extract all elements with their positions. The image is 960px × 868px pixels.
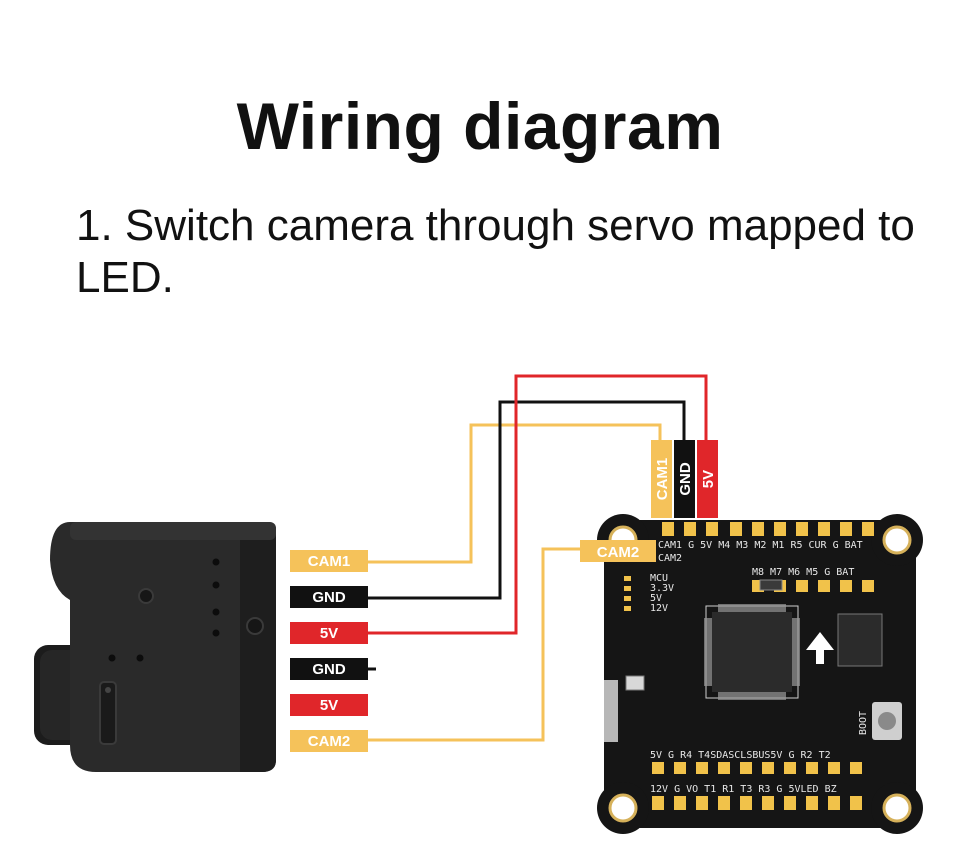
camera-hole [212,581,220,589]
pcb-top-row3-text: M8 M7 M6 M5 G BAT [752,567,854,578]
page-title: Wiring diagram [236,89,724,163]
pcb-boot-label: BOOT [858,711,869,735]
board-connector-labels: CAM1 GND 5V [651,440,718,518]
top-pads [662,522,874,592]
label-5v2: 5V [320,697,338,714]
pcb-top-row2-text: CAM2 [658,553,682,564]
camera-pin-labels: CAM1 GND 5V GND 5V CAM2 [290,550,368,752]
pcb-bottom-row1-text: 5V G R4 T4SDASCLSBUS5V G R2 T2 [650,750,831,761]
pcb-top-row1-text: CAM1 G 5V M4 M3 M2 M1 R5 CUR G BAT [658,540,863,551]
connector-cam1-bg [651,440,672,518]
usb-connector [604,680,618,742]
flight-controller-board: CAM1 G 5V M4 M3 M2 M1 R5 CUR G BAT CAM2 … [597,514,923,834]
board-cam2-bg [580,540,656,562]
pcb-3v3-label: 3.3V [650,583,674,594]
label-gnd-bg [290,586,368,608]
boot-button-cap [878,712,896,730]
label-cam2: CAM2 [308,733,351,750]
label-gnd: GND [312,589,346,606]
wire-cam2-yellow [368,547,582,742]
connector-5v-bg [697,440,718,518]
mount-hole-icon [608,793,638,823]
camera-hole [108,654,116,662]
mcu-pins-bottom [718,692,786,700]
mount-hole-icon [882,793,912,823]
gyro-chip [837,613,883,667]
arrow-up-icon [806,632,834,664]
wire-5v-red [368,374,708,635]
camera-hole [212,629,220,637]
instruction-text: 1. Switch camera through servo mapped to… [76,201,915,302]
camera-side-panel [240,534,276,772]
connector-gnd-bg [674,440,695,518]
bottom-pads [652,762,862,810]
wires [368,374,708,742]
label-gnd2: GND [312,661,346,678]
label-cam1: CAM1 [308,553,351,570]
wire-gnd-black [368,400,686,600]
board-cam2-label: CAM2 [597,544,640,561]
connector-gnd-label: GND [677,462,694,496]
connector-cam1-label: CAM1 [654,458,671,501]
mcu-pins-left [704,618,712,686]
camera-hole [212,558,220,566]
pcb-mcu-label: MCU [650,573,668,584]
mcu-chip [712,612,792,692]
pcb-bottom-row2-text: 12V G VO T1 R1 T3 R3 G 5VLED BZ [650,784,837,795]
label-cam2-bg [290,730,368,752]
camera-hole [212,608,220,616]
camera-hole [136,654,144,662]
connector-5v-label: 5V [700,470,717,488]
crystal [759,579,783,591]
label-gnd2-bg [290,658,368,680]
pcb-12v-label: 12V [650,603,668,614]
camera-screw-icon [246,617,264,635]
camera-screw-icon [138,588,154,604]
camera-port [99,681,117,745]
mount-hole-icon [882,525,912,555]
label-5v2-bg [290,694,368,716]
component [625,675,645,691]
label-5v: 5V [320,625,338,642]
status-leds [624,576,631,611]
mcu-pins-right [792,618,800,686]
camera-screw-icon [105,687,111,693]
camera-top-edge [70,522,276,540]
camera-illustration [34,522,276,772]
label-5v-bg [290,622,368,644]
wire-cam1-yellow [368,423,662,564]
label-cam1-bg [290,550,368,572]
mcu-pins-top [718,604,786,612]
pcb-5v-label: 5V [650,593,662,604]
